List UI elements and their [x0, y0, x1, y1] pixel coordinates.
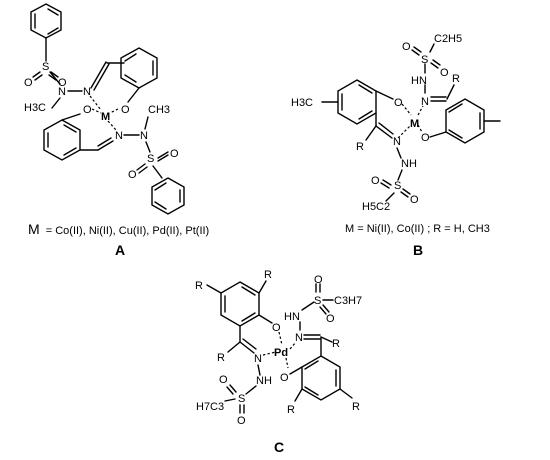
atom-s-top-b: S	[421, 54, 428, 66]
atom-o-right-c: O	[280, 372, 289, 384]
atom-n-left-c: N	[254, 353, 262, 365]
caption-b: M = Ni(II), Co(II) ; R = H, CH3	[345, 223, 490, 235]
atom-o-s1-b: O	[402, 41, 411, 53]
atom-hn-top-c: HN	[284, 311, 300, 323]
phenol-ring-right-c	[301, 355, 341, 401]
structure-b: H3C O R N M N O HN S O O C2H5 R	[291, 33, 501, 258]
atom-c3h7-c: C3H7	[334, 295, 362, 307]
atom-r-ring-right-1-c: R	[287, 404, 295, 416]
atom-n4-a: N	[140, 130, 148, 142]
atom-n-right-c: N	[295, 332, 303, 344]
atom-o-s2-b: O	[440, 67, 449, 79]
atom-o-left-a: O	[83, 104, 92, 116]
phenol-ring-top-a	[120, 47, 158, 89]
atom-n2-a: N	[83, 86, 91, 98]
atom-r-ring-left-2-c: R	[264, 269, 272, 281]
panel-label-b: B	[413, 242, 423, 258]
phenol-ring-left-b	[337, 79, 377, 125]
atom-o-s4-c: O	[237, 415, 246, 427]
atom-o-s4-a: O	[170, 148, 179, 160]
atom-r-ring-left-1-c: R	[195, 280, 203, 292]
atom-hn-top-b: HN	[411, 75, 427, 87]
caption-a: = Co(II), Ni(II), Cu(II), Pd(II), Pt(II)	[46, 225, 209, 237]
atom-nh-bottom-c: NH	[256, 375, 272, 387]
atom-o-s1-a: O	[24, 77, 33, 89]
atom-r-right-b: R	[452, 73, 460, 85]
metal-center-b: M	[410, 118, 419, 130]
atom-h7c3-c: H7C3	[196, 401, 224, 413]
atom-s-bottom-a: S	[147, 153, 154, 165]
panel-label-a: A	[115, 242, 125, 258]
atom-o-top-a: O	[121, 104, 130, 116]
atom-h3c-b: H3C	[291, 97, 313, 109]
panel-label-c: C	[274, 439, 284, 455]
atom-r-left-c: R	[217, 352, 225, 364]
phenyl-ring-top-a	[30, 3, 62, 39]
atom-o-s3-a: O	[128, 169, 137, 181]
atom-s-top-c: S	[314, 295, 321, 307]
atom-o-s1-c: O	[314, 274, 323, 286]
phenol-ring-left-c	[220, 281, 260, 327]
caption-metal-a: M	[28, 221, 40, 237]
phenol-ring-right-b	[445, 98, 485, 144]
atom-s-top-a: S	[42, 61, 49, 73]
atom-s-bottom-b: S	[394, 180, 401, 192]
phenol-ring-bottom-a	[43, 119, 81, 161]
atom-o-s3-c: O	[219, 374, 228, 386]
atom-nh-bottom-b: NH	[401, 158, 417, 170]
atom-n-right-b: N	[421, 96, 429, 108]
atom-o-right-b: O	[421, 132, 430, 144]
atom-c2h5-b: C2H5	[434, 33, 462, 45]
atom-ch3-bottom-a: CH3	[148, 104, 170, 116]
phenyl-ring-bottom-a	[151, 177, 185, 215]
atom-o-s2-a: O	[58, 77, 67, 89]
atom-n-left-b: N	[393, 136, 401, 148]
atom-s-bottom-c: S	[238, 393, 245, 405]
atom-h3c-top-a: H3C	[24, 102, 46, 114]
metal-center-a: M	[101, 111, 110, 123]
atom-o-s4-b: O	[410, 194, 419, 206]
structure-a: S O O N H3C N O O M N	[24, 3, 209, 258]
atom-o-left-c: O	[272, 322, 281, 334]
structure-c: R R O R N Pd N O HN S O O C3H7 R	[195, 269, 362, 455]
metal-center-c: Pd	[274, 347, 288, 359]
atom-r-ring-right-2-c: R	[352, 401, 360, 413]
svg-text:M = Co(II), Ni(II), Cu(I: M = Co(II), Ni(II), Cu(II), Pd(II), Pt(I…	[28, 221, 209, 237]
atom-r-left-b: R	[356, 141, 364, 153]
atom-n1-a: N	[58, 86, 66, 98]
atom-r-right-c: R	[332, 338, 340, 350]
atom-o-s2-c: O	[326, 313, 335, 325]
atom-h5c2-b: H5C2	[362, 201, 390, 213]
atom-o-s3-b: O	[371, 175, 380, 187]
atom-n3-a: N	[115, 130, 123, 142]
atom-o-left-b: O	[394, 97, 403, 109]
